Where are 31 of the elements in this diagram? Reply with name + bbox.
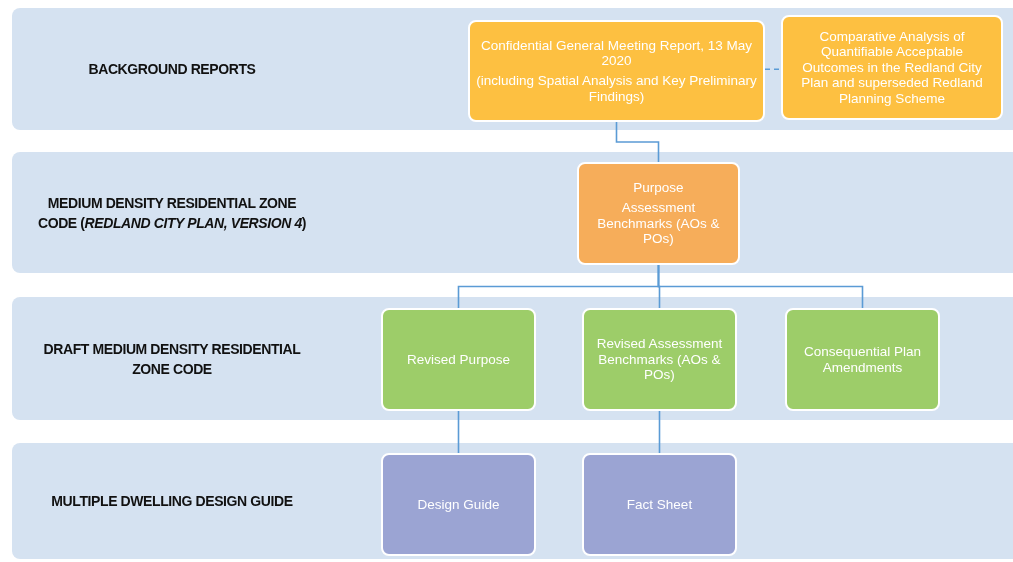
box-label: (including Spatial Analysis and Key Preliminary Findings)	[476, 73, 757, 105]
connector-line	[658, 410, 661, 454]
process-box	[582, 308, 737, 411]
row-band	[12, 443, 1013, 559]
document-box	[582, 453, 737, 556]
row-band	[12, 152, 1013, 273]
row-heading: BACKGROUND REPORTS	[87, 59, 257, 79]
connector-line	[615, 121, 660, 163]
connector-line	[764, 68, 782, 71]
box-label: Comparative Analysis of Quantifiable Acceptable Outcomes in the Redland City Plan and superseded Redland Planning Scheme	[800, 28, 984, 107]
box-label: Fact Sheet	[626, 496, 693, 513]
process-box	[577, 162, 740, 265]
row-band	[12, 297, 1013, 420]
report-box	[781, 15, 1003, 120]
row-heading: MEDIUM DENSITY RESIDENTIAL ZONE CODE (REDLAND CITY PLAN, VERSION 4)	[36, 193, 308, 233]
row-heading: DRAFT MEDIUM DENSITY RESIDENTIAL ZONE CODE	[42, 339, 302, 379]
document-box	[381, 453, 536, 556]
box-label: Purpose	[633, 180, 684, 196]
box-label: Revised Purpose	[407, 351, 510, 368]
process-box	[381, 308, 536, 411]
box-label: Design Guide	[417, 496, 500, 513]
box-label: Assessment Benchmarks (AOs & POs)	[596, 200, 721, 247]
process-box	[785, 308, 940, 411]
box-label: Revised Assessment Benchmarks (AOs & POs)	[595, 336, 724, 383]
box-label: Consequential Plan Amendments	[802, 344, 923, 375]
row-heading: MULTIPLE DWELLING DESIGN GUIDE	[50, 491, 294, 511]
box-label: Confidential General Meeting Report, 13 May 2020	[480, 37, 753, 69]
connector-line	[457, 410, 460, 454]
row-band	[12, 8, 1013, 130]
report-box	[468, 20, 765, 122]
connector-line	[657, 264, 864, 309]
